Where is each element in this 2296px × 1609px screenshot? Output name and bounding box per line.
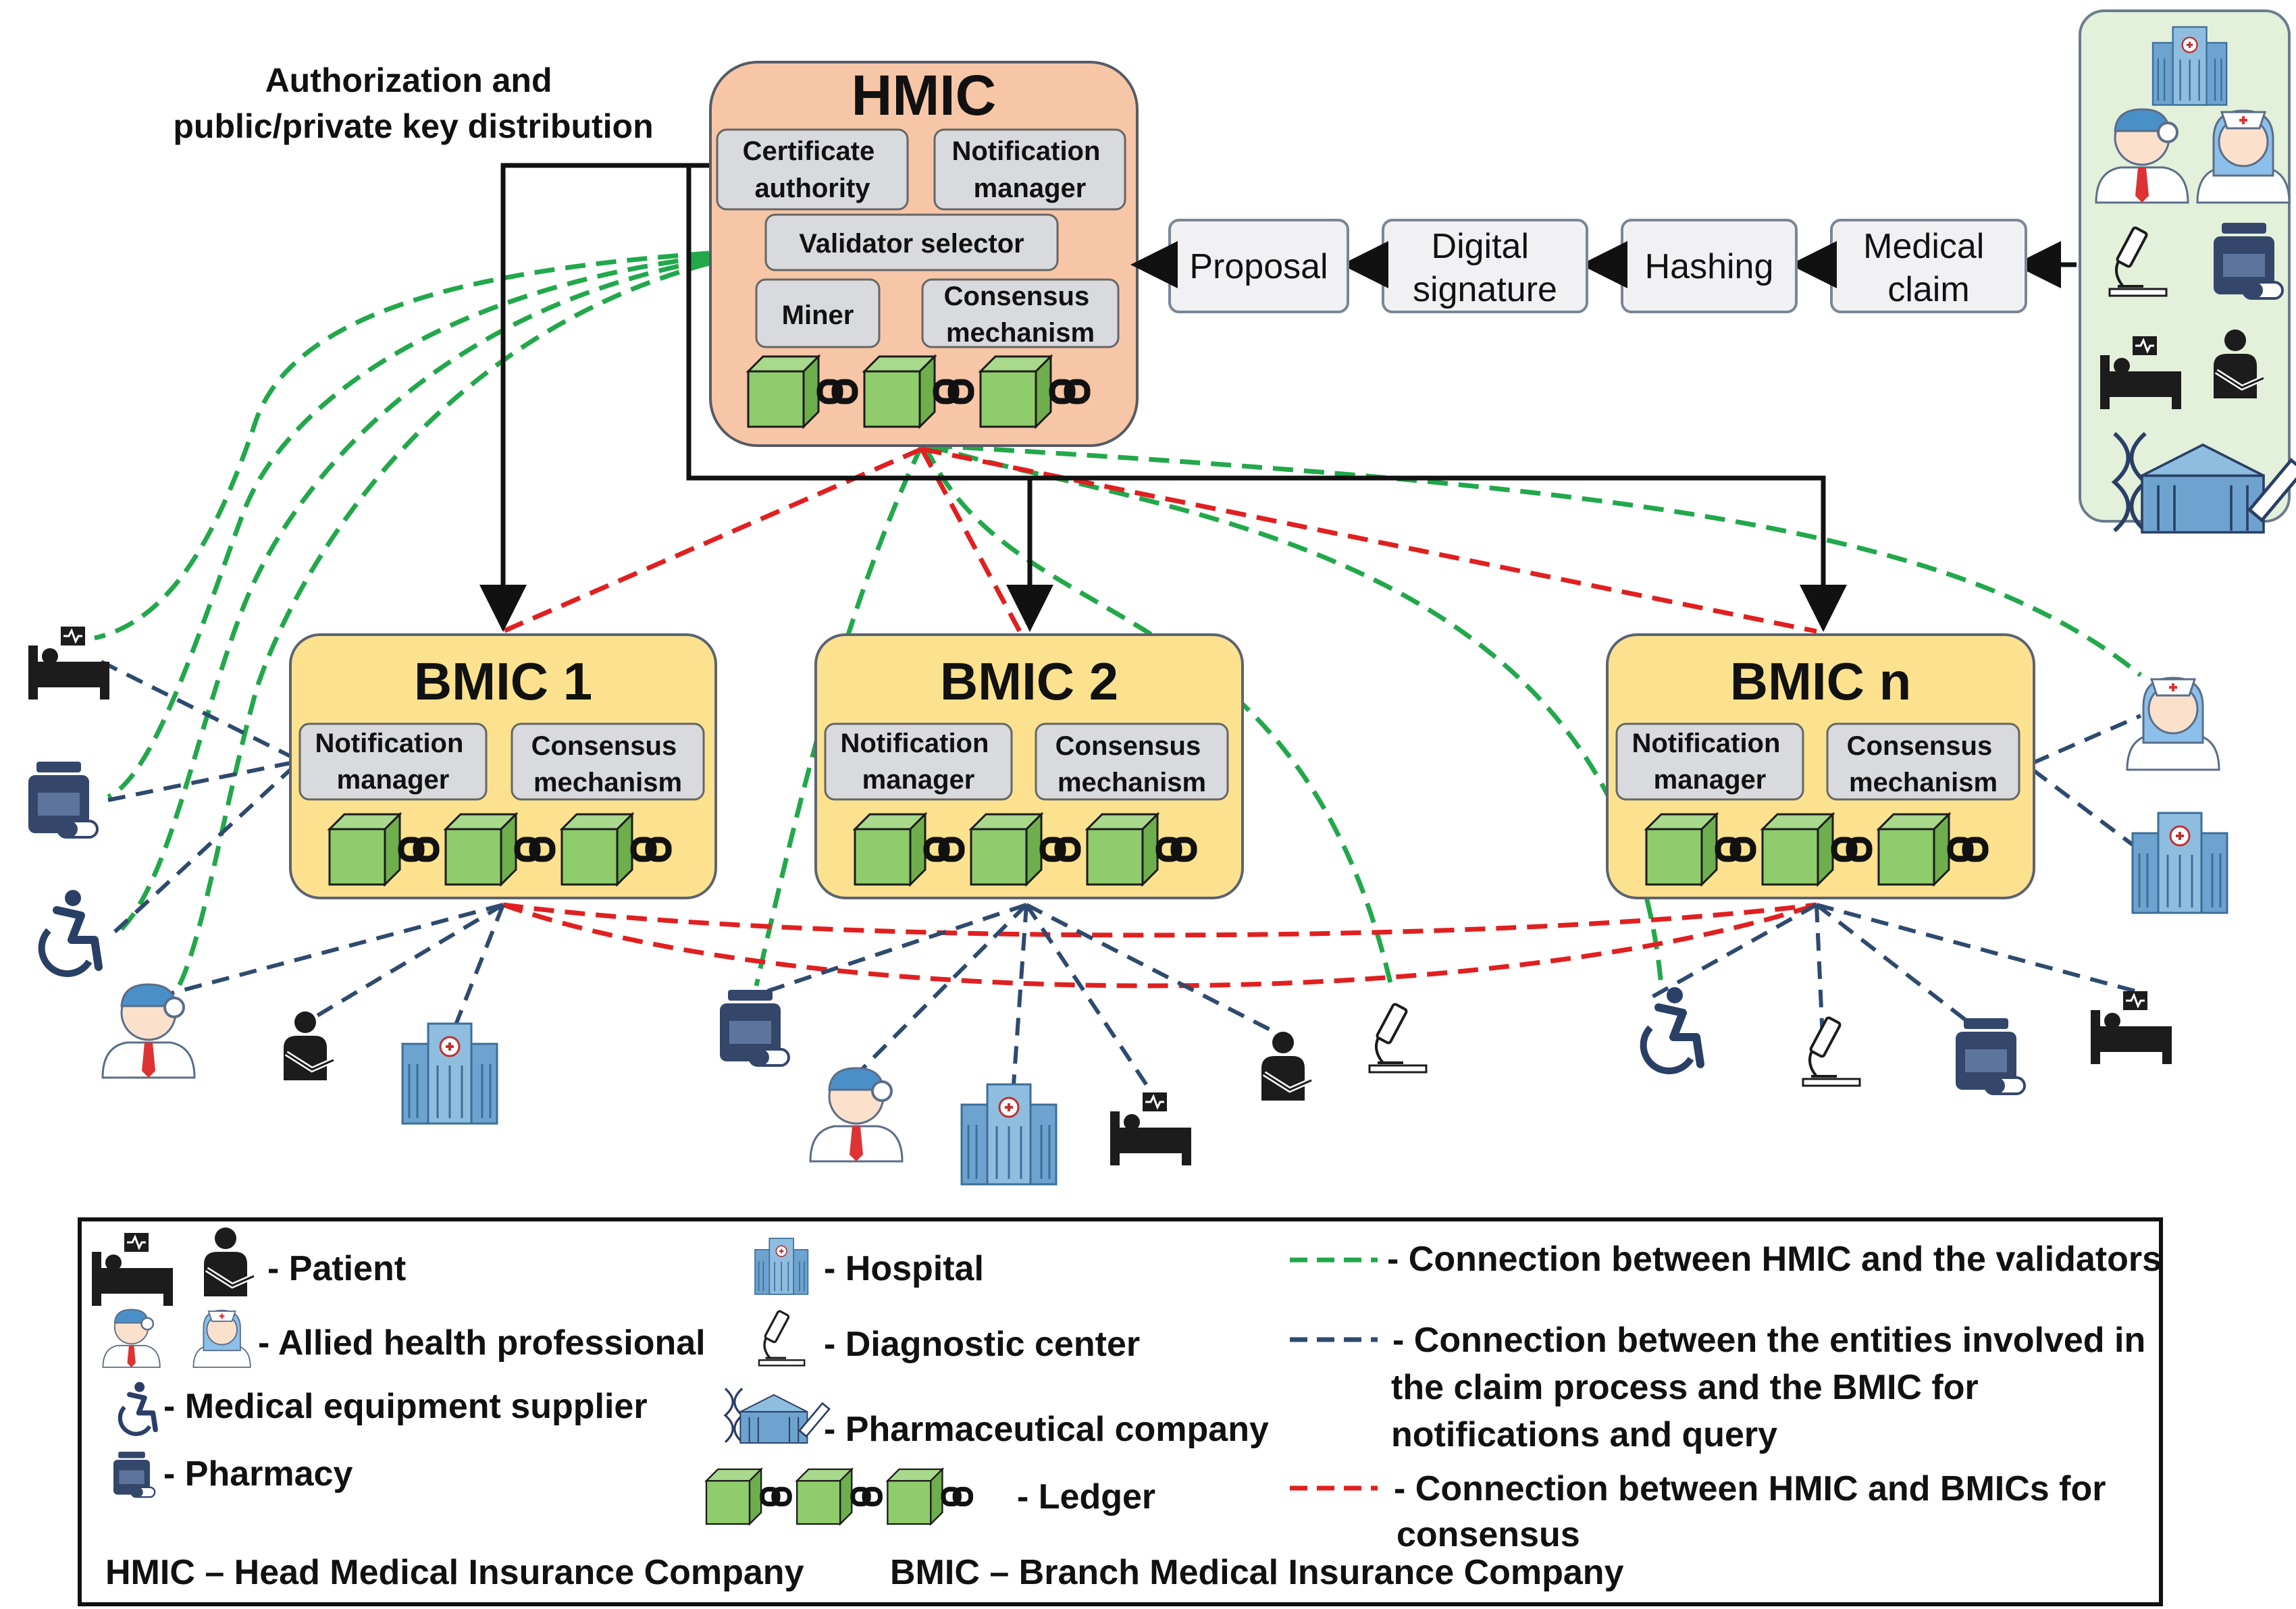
svg-text:Consensus mechanism: Consensus mechanism (1847, 731, 2000, 797)
svg-text:- Hospital: - Hospital (824, 1249, 984, 1288)
legend-blue-line: - Connection between the entities involv… (1290, 1321, 2156, 1454)
hmic-notification-manager: Notification manager (933, 128, 1126, 211)
bmic-n-ledger-icon (1646, 814, 1985, 885)
bmic-1-ledger-icon (330, 814, 669, 885)
legend-diagnostic: - Diagnostic center (758, 1309, 1140, 1367)
svg-text:- Connection between HMIC and: - Connection between HMIC and the valida… (1387, 1240, 2162, 1279)
bmic-1-box: BMIC 1 Notification manager Consensus me… (289, 633, 717, 899)
authorization-note: Authorization and public/private key dis… (173, 61, 653, 145)
legend-allied-health: - Allied health professional (102, 1309, 706, 1369)
svg-text:- Patient: - Patient (267, 1249, 406, 1288)
bmic-1-consensus-mechanism: Consensus mechanism (511, 722, 705, 801)
bmic-2-ledger-icon (855, 814, 1194, 885)
wheelchair-icon (1644, 987, 1700, 1071)
hmic-validator-selector: Validator selector (764, 213, 1059, 271)
svg-text:Validator selector: Validator selector (799, 229, 1024, 259)
microscope-icon (1802, 1015, 1861, 1087)
bmic-2-consensus-mechanism: Consensus mechanism (1035, 722, 1229, 801)
svg-text:Notification manager: Notification manager (1632, 729, 1788, 795)
hmic-title: HMIC (852, 63, 997, 127)
doctor-icon (101, 983, 196, 1079)
injured-patient-icon (284, 1011, 334, 1080)
svg-text:Hashing: Hashing (1645, 247, 1774, 286)
svg-text:- Connection between HMIC and: - Connection between HMIC and BMICs for … (1394, 1469, 2116, 1554)
digital-signature-box: Digital signature (1382, 219, 1588, 313)
svg-text:Miner: Miner (782, 300, 854, 330)
legend-hospital: - Hospital (754, 1237, 984, 1296)
svg-text:Notification manager: Notification manager (315, 729, 471, 795)
legend-pharmaceutical: - Pharmaceutical company (724, 1387, 1269, 1449)
hmic-certificate-authority: Certificate authority (716, 128, 909, 211)
hospital-icon (2131, 812, 2228, 914)
nurse-icon (2126, 677, 2220, 771)
claim-pipeline: Medical claim Hashing Digital signature … (1130, 219, 2077, 313)
hmic-consensus-mechanism: Consensus mechanism (921, 278, 1120, 348)
svg-text:Proposal: Proposal (1189, 247, 1328, 286)
bmic-n-consensus-mechanism: Consensus mechanism (1826, 722, 2020, 801)
bmic-2-box: BMIC 2 Notification manager Consensus me… (814, 633, 1244, 899)
svg-text:BMIC 1: BMIC 1 (414, 652, 592, 711)
svg-text:BMIC n: BMIC n (1730, 652, 1912, 711)
legend-equipment-supplier: - Medical equipment supplier (120, 1382, 648, 1434)
pill-bottle-icon (1954, 1017, 2026, 1095)
svg-text:- Connection between the entit: - Connection between the entities involv… (1391, 1321, 2156, 1454)
svg-text:- Medical equipment supplier: - Medical equipment supplier (163, 1387, 648, 1426)
hospital-bed-icon (1109, 1091, 1193, 1167)
legend-red-line: - Connection between HMIC and BMICs for … (1290, 1469, 2116, 1554)
svg-text:Consensus mechanism: Consensus mechanism (531, 731, 685, 797)
legend: - Patient - Allied health professional -… (78, 1217, 2163, 1606)
bmic-2-entities (719, 988, 1428, 1186)
hashing-box: Hashing (1621, 219, 1798, 313)
svg-text:Certificate authority: Certificate authority (743, 136, 883, 203)
bmic-definition: BMIC – Branch Medical Insurance Company (890, 1553, 1624, 1592)
svg-text:Notification manager: Notification manager (951, 136, 1107, 203)
svg-text:Consensus mechanism: Consensus mechanism (944, 282, 1097, 348)
svg-text:- Diagnostic center: - Diagnostic center (824, 1325, 1140, 1364)
pill-bottle-icon (27, 760, 99, 839)
bmic-n-notification-manager: Notification manager (1615, 722, 1804, 801)
legend-ledger: - Ledger (706, 1469, 1155, 1524)
legend-pharmacy: - Pharmacy (112, 1450, 353, 1498)
svg-text:- Pharmacy: - Pharmacy (163, 1454, 353, 1494)
svg-text:Notification manager: Notification manager (840, 729, 996, 795)
svg-text:Medical claim: Medical claim (1863, 227, 1994, 309)
legend-patient: - Patient (90, 1228, 406, 1307)
hospital-bed-icon (2089, 990, 2173, 1065)
hmic-ledger-icon (748, 357, 1087, 427)
injured-patient-icon (1261, 1032, 1311, 1101)
authorization-arrows (479, 163, 1847, 632)
wheelchair-icon (42, 890, 99, 974)
microscope-icon (1368, 1002, 1428, 1074)
pill-bottle-icon (719, 988, 790, 1067)
hmic-definition: HMIC – Head Medical Insurance Company (105, 1553, 804, 1592)
svg-text:Consensus mechanism: Consensus mechanism (1055, 731, 1209, 797)
svg-text:- Ledger: - Ledger (1017, 1477, 1155, 1516)
proposal-box: Proposal (1168, 219, 1349, 313)
ledger-icon (706, 1469, 971, 1524)
doctor-icon (809, 1067, 904, 1163)
legend-green-line: - Connection between HMIC and the valida… (1290, 1240, 2162, 1279)
hospital-icon (401, 1022, 498, 1125)
medical-claim-box: Medical claim (1830, 219, 2027, 313)
svg-text:- Allied health professional: - Allied health professional (258, 1323, 706, 1363)
claim-entities-panel (2079, 9, 2296, 532)
svg-text:Digital signature: Digital signature (1413, 227, 1557, 309)
hmic-miner: Miner (755, 278, 881, 348)
bmic-2-notification-manager: Notification manager (824, 722, 1013, 801)
svg-text:BMIC 2: BMIC 2 (940, 652, 1118, 711)
query-connections-blue (100, 660, 2142, 1109)
hmic-box: HMIC Certificate authority Notification … (709, 61, 1139, 447)
bmic-n-box: BMIC n Notification manager Consensus me… (1606, 633, 2035, 899)
svg-text:- Pharmaceutical company: - Pharmaceutical company (824, 1410, 1269, 1449)
hospital-icon (960, 1083, 1058, 1186)
bmic-1-notification-manager: Notification manager (298, 722, 488, 801)
